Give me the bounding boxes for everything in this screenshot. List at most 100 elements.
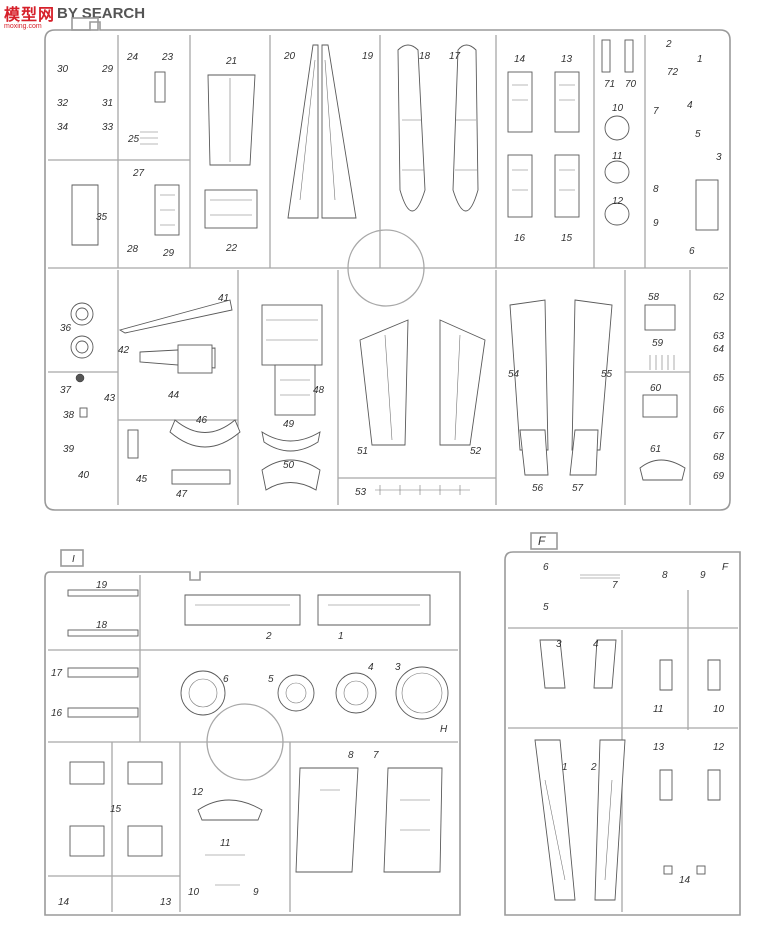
part-56 xyxy=(519,429,549,476)
sprue-I-hub xyxy=(206,703,284,781)
part-50 xyxy=(261,459,321,491)
part-70 xyxy=(624,39,634,73)
sprue-F-part-number: 3 xyxy=(556,639,562,650)
part-54 xyxy=(509,299,549,451)
part-16 xyxy=(507,154,533,218)
sprue-top-part-number: 10 xyxy=(612,103,624,114)
sprue-F-part-number: 6 xyxy=(543,562,549,573)
sprue-I-tag xyxy=(60,549,84,567)
sprue-I-part-number: 3 xyxy=(395,662,401,673)
part-F-1 xyxy=(534,739,576,901)
sprue-I-part-number: 4 xyxy=(368,662,374,673)
sprue-F-part-number: 11 xyxy=(653,704,663,715)
sprue-top-part-number: 36 xyxy=(60,323,72,334)
sprue-top-part-number: 22 xyxy=(225,243,238,254)
sprue-top-part-number: 29 xyxy=(101,64,114,75)
part-52 xyxy=(439,319,486,446)
sprue-top-part-number: 33 xyxy=(102,122,114,133)
part-17 xyxy=(452,44,479,212)
part-12 xyxy=(604,202,630,226)
part-F-14a xyxy=(663,865,673,875)
sprue-top-part-number: 63 xyxy=(713,331,725,342)
sprue-top-part-number: 54 xyxy=(508,369,520,380)
sprue-top-part-number: 59 xyxy=(652,338,664,349)
part-I-8 xyxy=(295,767,359,873)
sprue-I-part-number: 5 xyxy=(268,674,274,685)
sprue-F-part-number: 10 xyxy=(713,704,725,715)
sprue-top-part-number: 52 xyxy=(470,446,482,457)
sprue-F-part-number: 5 xyxy=(543,602,549,613)
sprue-top-part-number: 16 xyxy=(514,233,526,244)
sprue-F-part-number: 4 xyxy=(593,639,599,650)
part-I-15d xyxy=(127,825,163,857)
sprue-top-hub xyxy=(347,229,425,307)
sprue-top-part-number: 21 xyxy=(225,56,237,67)
part-18 xyxy=(397,44,426,212)
sprue-top-part-number: 43 xyxy=(104,393,116,404)
sprue-I-tag-label: H xyxy=(440,724,448,735)
part-I-7 xyxy=(383,767,443,873)
sprue-I-part-number: 7 xyxy=(373,750,379,761)
sprue-F xyxy=(504,532,741,916)
sprue-F-tag xyxy=(530,532,558,550)
sprue-top-part-number: 42 xyxy=(118,345,130,356)
part-I-1 xyxy=(317,594,431,626)
sprue-top-part-number: 38 xyxy=(63,410,75,421)
sprue-top-part-number: 30 xyxy=(57,64,69,75)
sprue-F-part-number: 12 xyxy=(713,742,725,753)
sprue-top-part-number: 56 xyxy=(532,483,544,494)
sprue-top-part-number: 27 xyxy=(132,168,145,179)
part-71 xyxy=(601,39,611,73)
sprue-top-part-number: 8 xyxy=(653,184,659,195)
part-60 xyxy=(642,394,678,418)
sprue-F-part-number: 8 xyxy=(662,570,668,581)
part-F-3 xyxy=(539,639,566,689)
sprue-top-part-number: 13 xyxy=(561,54,573,65)
sprue-top-part-number: 9 xyxy=(653,218,659,229)
sprue-top-part-number: 20 xyxy=(283,51,296,62)
part-21 xyxy=(207,74,256,166)
part-38 xyxy=(79,407,88,418)
sprue-top-frame xyxy=(44,21,731,511)
sprue-top-part-number: 15 xyxy=(561,233,573,244)
sprue-top-part-number: 40 xyxy=(78,470,90,481)
part-I-5 xyxy=(277,674,315,712)
sprue-top-part-number: 67 xyxy=(713,431,725,442)
sprue-top-part-number: 44 xyxy=(168,390,180,401)
part-19 xyxy=(321,44,357,219)
sprue-I xyxy=(44,549,461,916)
sprue-F-corner-label: F xyxy=(722,562,729,573)
part-55 xyxy=(571,299,613,451)
part-I-15b xyxy=(127,761,163,785)
sprue-F-part-number: 13 xyxy=(653,742,665,753)
sprue-top-part-number: 57 xyxy=(572,483,584,494)
part-I-3 xyxy=(395,666,449,720)
part-45 xyxy=(127,429,139,459)
sprue-top-part-number: 53 xyxy=(355,487,367,498)
part-I-16 xyxy=(67,707,139,718)
part-35 xyxy=(71,184,99,246)
sprue-top-part-number: 58 xyxy=(648,292,660,303)
sprue-I-part-number: 17 xyxy=(51,668,63,679)
sprue-I-part-number: 12 xyxy=(192,787,204,798)
sprue-top-part-number: 70 xyxy=(625,79,637,90)
part-F-4 xyxy=(593,639,617,689)
sprue-F-part-number: 2 xyxy=(590,762,597,773)
sprue-top-part-number: 55 xyxy=(601,369,613,380)
sprue-I-part-number: 14 xyxy=(58,897,70,908)
sprue-top-part-number: 7 xyxy=(653,106,659,117)
sprue-F-part-number: 14 xyxy=(679,875,691,886)
sprue-top-part-number: 1 xyxy=(697,54,703,65)
sprue-F-part-number: 7 xyxy=(612,580,618,591)
sprue-top-part-number: 69 xyxy=(713,471,725,482)
part-20 xyxy=(287,44,319,219)
sprue-I-part-number: 15 xyxy=(110,804,122,815)
part-41 xyxy=(118,299,233,334)
watermark-site: moxing.com xyxy=(4,23,42,30)
part-47 xyxy=(171,469,231,485)
sprue-top-part-number: 25 xyxy=(127,134,140,145)
sprue-I-part-number: 10 xyxy=(188,887,200,898)
